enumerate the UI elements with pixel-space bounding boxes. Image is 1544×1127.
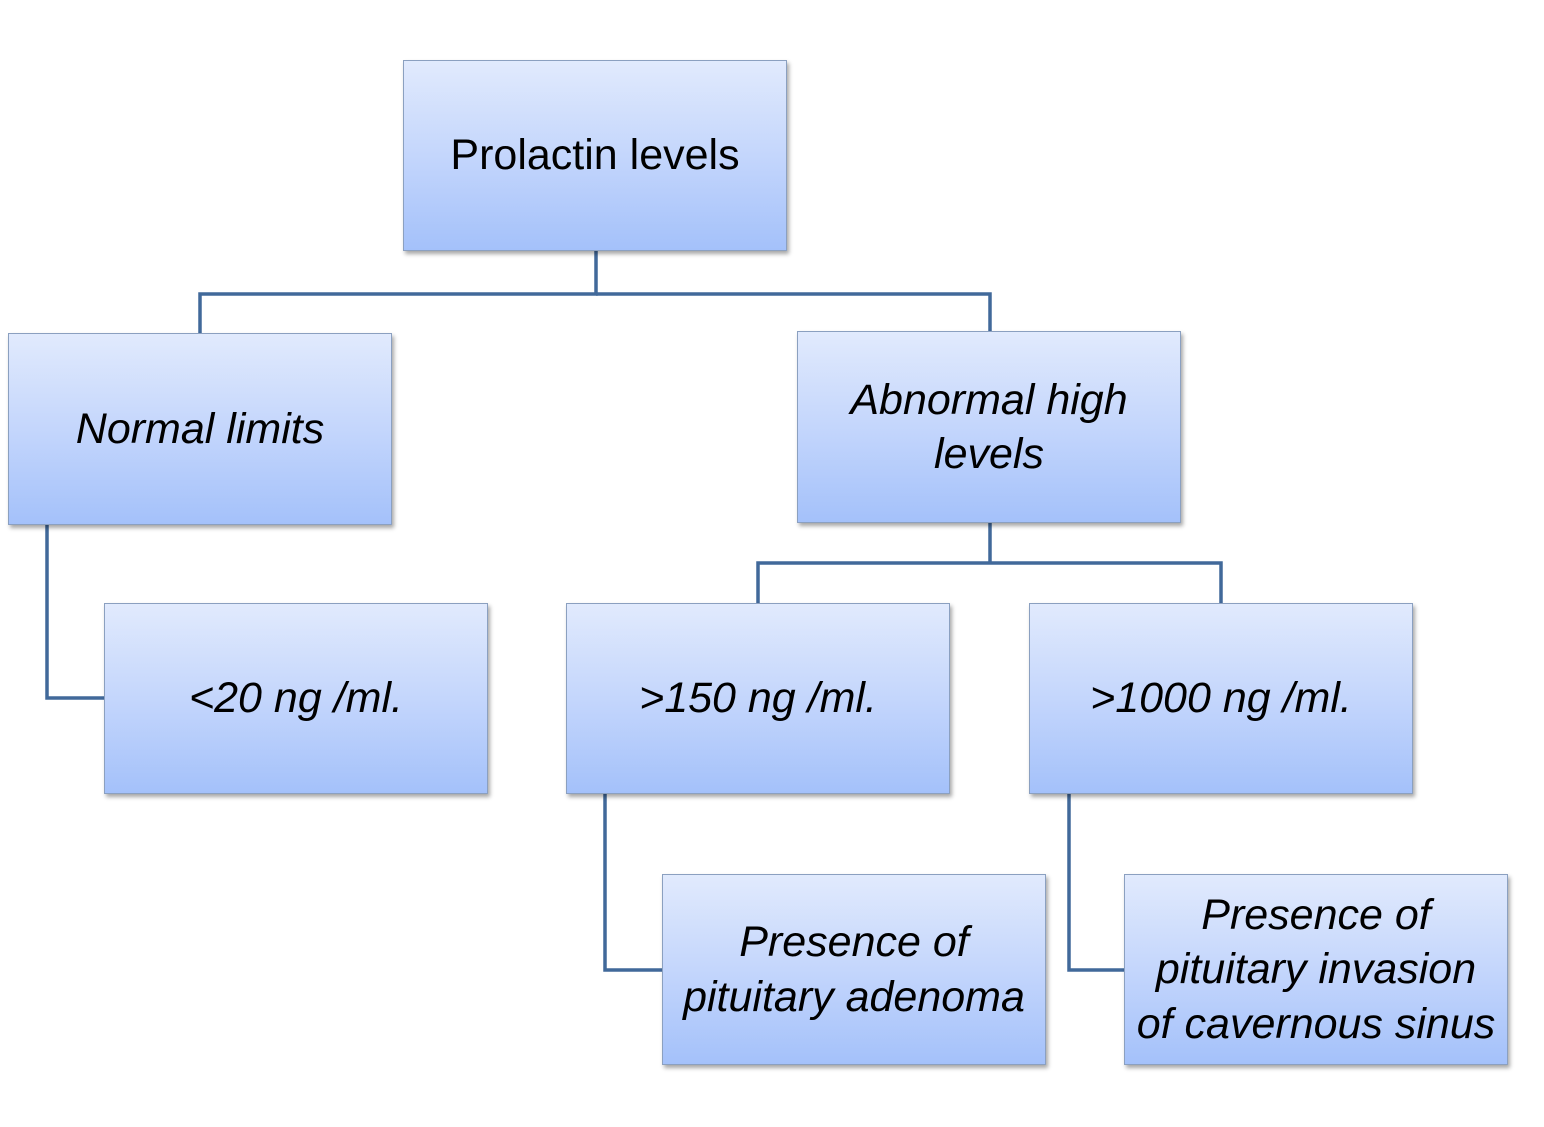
node-abnormal-high-levels: Abnormal high levels (797, 331, 1181, 523)
node-gt-1000: >1000 ng /ml. (1029, 603, 1413, 794)
connector-root-high (596, 292, 992, 331)
node-gt-150: >150 ng /ml. (566, 603, 950, 794)
connector-gt1000-invasion (1067, 794, 1124, 972)
node-label-line: levels (934, 430, 1044, 478)
node-lt-20: <20 ng /ml. (104, 603, 488, 794)
connector-normal-lt20 (45, 525, 104, 700)
connector-gt150-adenoma (603, 794, 662, 972)
node-label-line: pituitary adenoma (683, 972, 1025, 1021)
node-label: <20 ng /ml. (189, 674, 403, 723)
node-label: Normal limits (75, 404, 325, 453)
node-pituitary-invasion: Presence of pituitary invasion of cavern… (1124, 874, 1508, 1065)
node-normal-limits: Normal limits (8, 333, 392, 525)
node-label-line: Presence of (739, 918, 969, 967)
connector-root-normal (198, 251, 598, 333)
node-label: >1000 ng /ml. (1090, 674, 1352, 723)
node-label-line: Presence of (1201, 891, 1431, 940)
node-label-line: Abnormal high (850, 375, 1128, 424)
node-pituitary-adenoma: Presence of pituitary adenoma (662, 874, 1046, 1065)
node-prolactin-levels: Prolactin levels (403, 60, 787, 251)
connector-high-children (756, 523, 1223, 603)
node-label-line: pituitary invasion (1155, 945, 1477, 994)
node-label: Prolactin levels (450, 131, 740, 180)
node-label: >150 ng /ml. (639, 674, 877, 723)
node-label-line: of cavernous sinus (1136, 999, 1496, 1048)
